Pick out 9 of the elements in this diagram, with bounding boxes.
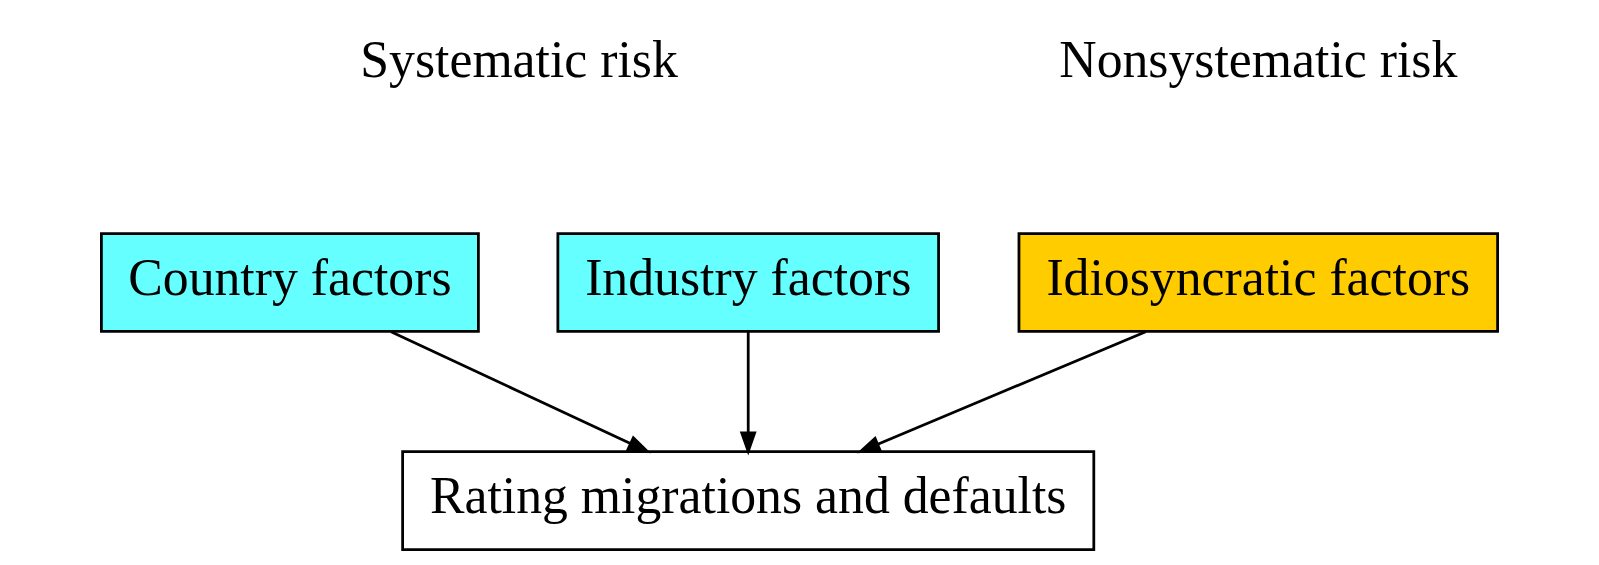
- label: Systematic risk: [360, 31, 678, 89]
- arrow: [856, 330, 1147, 454]
- node-box: Idiosyncratic factors: [1017, 232, 1499, 333]
- node-box: Country factors: [100, 232, 480, 333]
- node-box: Rating migrations and defaults: [401, 450, 1096, 551]
- arrow: [739, 331, 757, 456]
- arrow: [390, 330, 652, 454]
- label: Nonsystematic risk: [1059, 31, 1458, 89]
- node-box: Industry factors: [556, 232, 940, 333]
